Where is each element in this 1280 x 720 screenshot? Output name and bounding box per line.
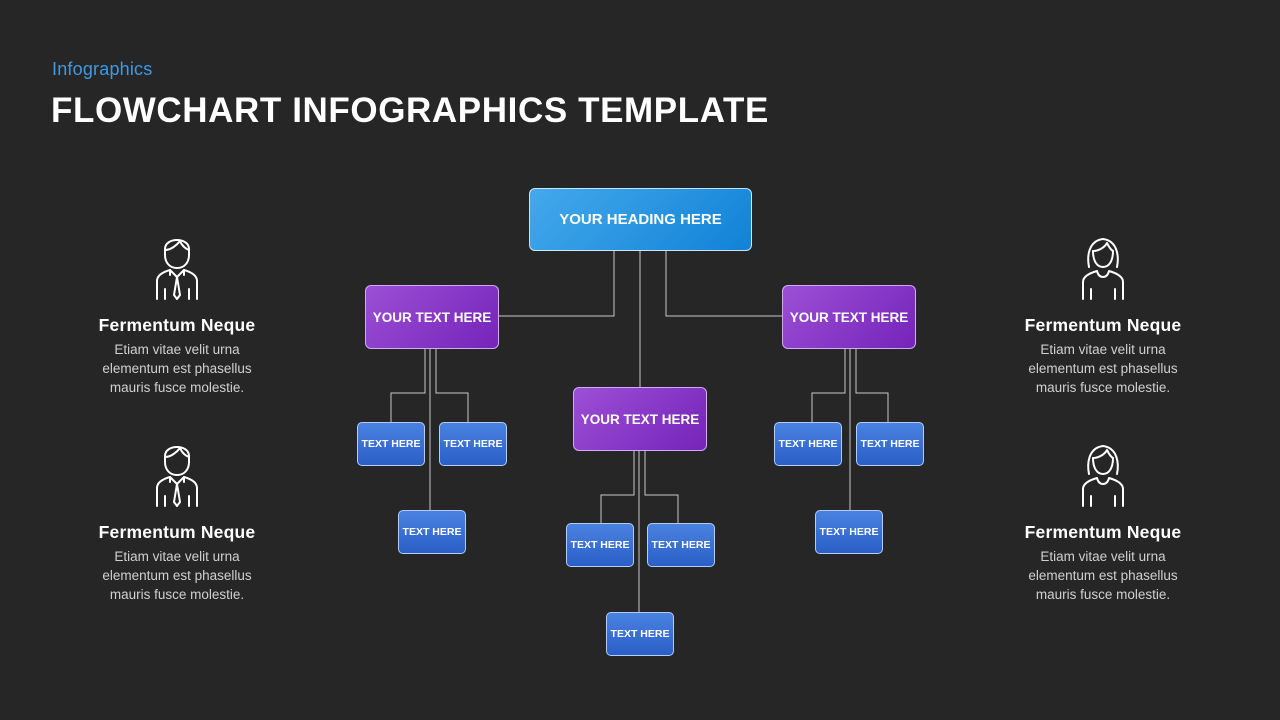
man-icon xyxy=(156,446,198,507)
leaf-box-left-2: TEXT HERE xyxy=(439,422,507,466)
person-card-top-right: Fermentum Neque Etiam vitae velit urna e… xyxy=(1003,233,1203,397)
branch-box-left: YOUR TEXT HERE xyxy=(365,285,499,349)
person-description: Etiam vitae velit urna elementum est pha… xyxy=(1028,549,1178,602)
person-card-bottom-right: Fermentum Neque Etiam vitae velit urna e… xyxy=(1003,440,1203,604)
connector-right-a xyxy=(811,349,846,422)
person-card-bottom-left: Fermentum Neque Etiam vitae velit urna e… xyxy=(77,440,277,604)
person-description: Etiam vitae velit urna elementum est pha… xyxy=(102,342,252,395)
slide-subtitle: Infographics xyxy=(52,59,153,79)
connector-heading-left xyxy=(498,251,615,317)
person-name: Fermentum Neque xyxy=(1024,315,1182,335)
person-name: Fermentum Neque xyxy=(98,522,256,542)
person-description: Etiam vitae velit urna elementum est pha… xyxy=(1028,342,1178,395)
branch-box-center: YOUR TEXT HERE xyxy=(573,387,707,451)
leaf-box-right-2: TEXT HERE xyxy=(856,422,924,466)
leaf-box-center-3: TEXT HERE xyxy=(606,612,674,656)
slide-title: FLOWCHART INFOGRAPHICS TEMPLATE xyxy=(51,91,769,130)
woman-icon xyxy=(1082,238,1124,300)
woman-icon xyxy=(1082,445,1124,507)
connector-right-b xyxy=(855,349,889,422)
person-description: Etiam vitae velit urna elementum est pha… xyxy=(102,549,252,602)
person-name: Fermentum Neque xyxy=(1024,522,1182,542)
leaf-box-center-2: TEXT HERE xyxy=(647,523,715,567)
leaf-box-right-3: TEXT HERE xyxy=(815,510,883,554)
connector-center-b xyxy=(644,451,679,523)
connector-left-b xyxy=(435,349,469,422)
connector-heading-right xyxy=(665,251,782,317)
branch-box-right: YOUR TEXT HERE xyxy=(782,285,916,349)
leaf-box-center-1: TEXT HERE xyxy=(566,523,634,567)
man-icon xyxy=(156,239,198,300)
leaf-box-left-1: TEXT HERE xyxy=(357,422,425,466)
leaf-box-left-3: TEXT HERE xyxy=(398,510,466,554)
flowchart-heading-box: YOUR HEADING HERE xyxy=(529,188,752,251)
connector-left-a xyxy=(390,349,426,422)
person-card-top-left: Fermentum Neque Etiam vitae velit urna e… xyxy=(77,233,277,397)
connector-center-a xyxy=(600,451,635,523)
person-name: Fermentum Neque xyxy=(98,315,256,335)
leaf-box-right-1: TEXT HERE xyxy=(774,422,842,466)
